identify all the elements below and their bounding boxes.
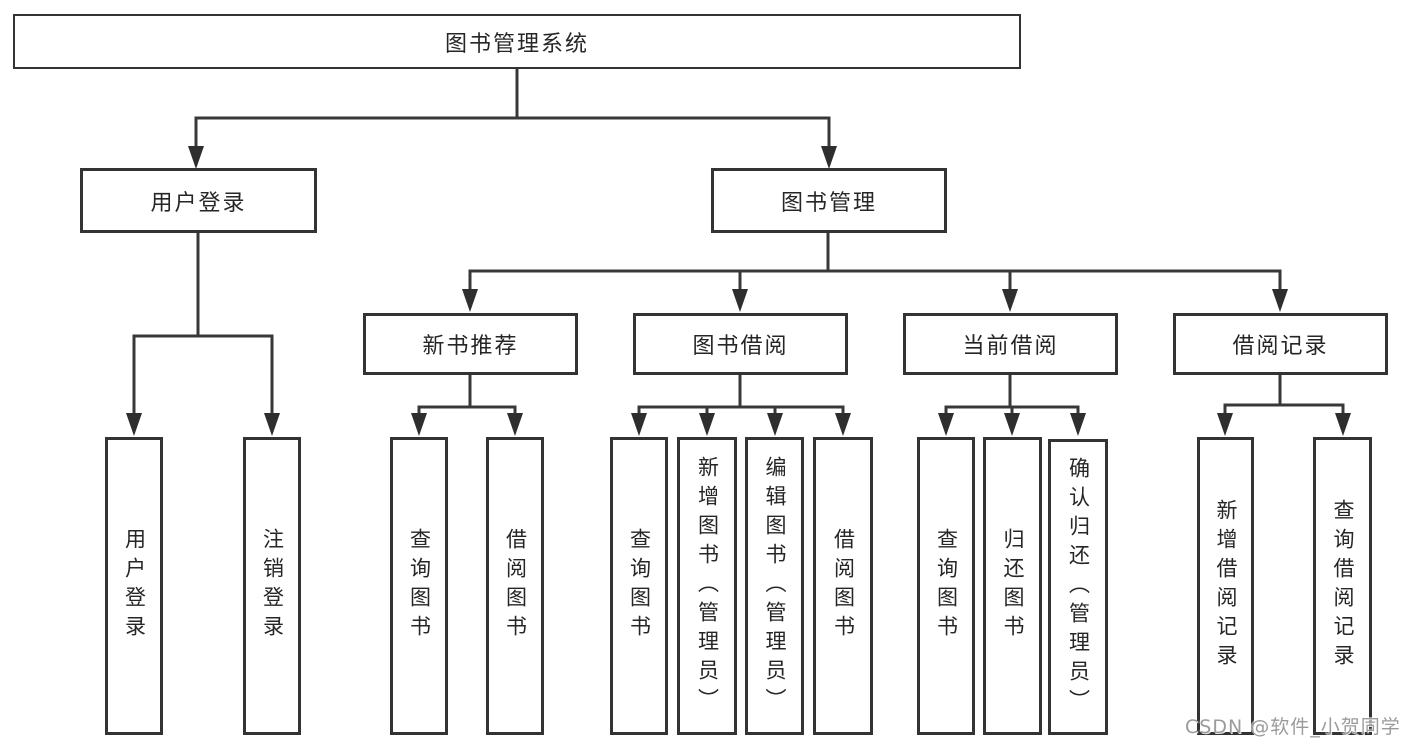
node-user-login: 用户登录 xyxy=(80,168,317,233)
node-book-management: 图书管理 xyxy=(711,168,947,233)
leaf-query-books-recommend: 查询图书 xyxy=(390,437,448,735)
leaf-user-login: 用户登录 xyxy=(105,437,163,735)
leaf-logout-login: 注销登录 xyxy=(243,437,301,735)
leaf-borrow-books: 借阅图书 xyxy=(813,437,873,735)
leaf-add-books-admin: 新增图书（管理员） xyxy=(677,437,737,735)
leaf-return-books: 归还图书 xyxy=(983,437,1042,735)
node-book-borrow: 图书借阅 xyxy=(633,313,848,375)
leaf-query-books-current: 查询图书 xyxy=(917,437,975,735)
leaf-query-books-borrow: 查询图书 xyxy=(610,437,668,735)
leaf-edit-books-admin: 编辑图书（管理员） xyxy=(745,437,804,735)
node-borrow-records: 借阅记录 xyxy=(1173,313,1388,375)
leaf-add-borrow-record: 新增借阅记录 xyxy=(1197,437,1254,735)
watermark: CSDN @软件_小贺同学 xyxy=(1185,716,1401,738)
node-current-borrow: 当前借阅 xyxy=(903,313,1118,375)
leaf-confirm-return-admin: 确认归还（管理员） xyxy=(1048,439,1108,735)
arrowheads xyxy=(126,146,1351,436)
leaf-query-borrow-record: 查询借阅记录 xyxy=(1313,437,1372,735)
node-root: 图书管理系统 xyxy=(13,14,1021,69)
leaf-borrow-books-recommend: 借阅图书 xyxy=(486,437,544,735)
node-new-book-recommend: 新书推荐 xyxy=(363,313,578,375)
